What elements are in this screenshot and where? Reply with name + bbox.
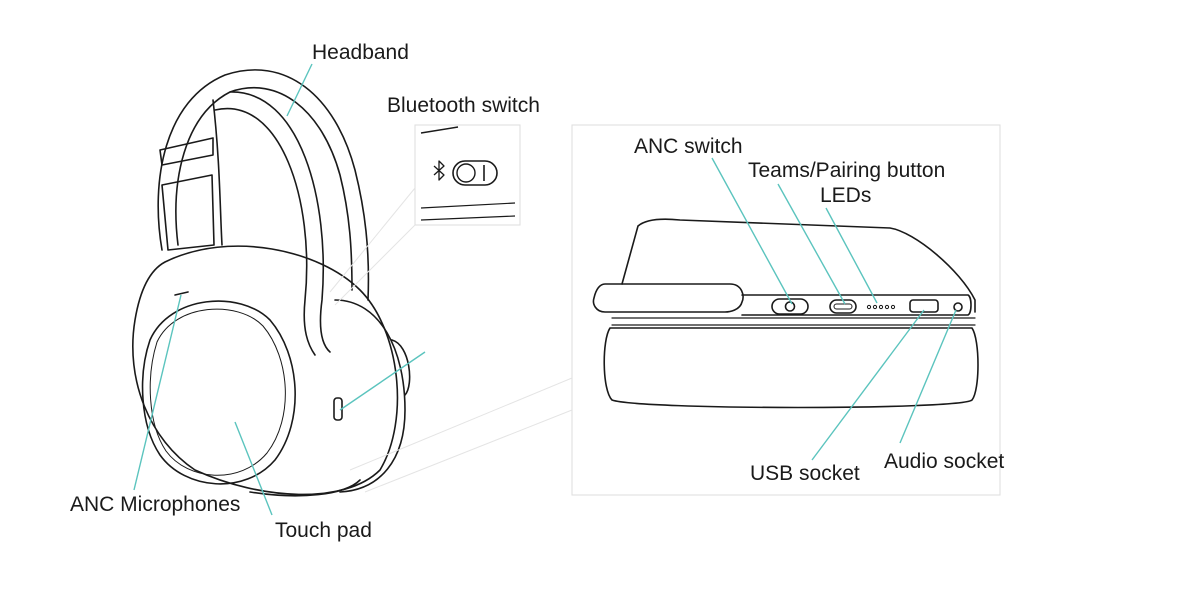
label-headband: Headband xyxy=(312,41,409,64)
bluetooth-switch-body xyxy=(452,160,498,186)
label-usb-socket: USB socket xyxy=(750,462,860,485)
usb-socket xyxy=(909,299,939,313)
touch-pad-inner xyxy=(149,308,286,476)
headband-pad-lower xyxy=(161,174,215,251)
bluetooth-inset-frame xyxy=(414,124,521,226)
headband-arm-stub xyxy=(592,283,744,313)
ear-cup-outer xyxy=(132,245,399,496)
bottom-view-inset xyxy=(349,124,1001,496)
leader-usb xyxy=(811,309,925,461)
touch-pad-plate xyxy=(141,300,296,485)
bluetooth-inset xyxy=(329,124,521,306)
control-strip xyxy=(741,294,972,316)
label-teams-pairing-button: Teams/Pairing button xyxy=(748,159,946,182)
slider-arm-right xyxy=(229,91,331,353)
leader-side-switch xyxy=(339,351,426,411)
leader-anc-mic xyxy=(133,294,182,491)
slider-arm xyxy=(212,99,223,246)
ear-cushion-back xyxy=(391,339,411,396)
ear-cup-bottom xyxy=(249,479,361,497)
leader-lines xyxy=(133,63,957,516)
leader-touch-pad xyxy=(234,421,273,516)
leader-leds xyxy=(825,207,878,304)
leader-teams xyxy=(777,183,846,305)
leader-headband xyxy=(286,63,313,117)
headband-inner xyxy=(175,87,353,291)
slider-arm-inner xyxy=(214,107,316,356)
label-leds: LEDs xyxy=(820,184,872,207)
bottom-view-frame xyxy=(571,124,1001,496)
leader-audio xyxy=(899,309,957,444)
headband-pad-segment xyxy=(159,137,214,166)
label-touch-pad: Touch pad xyxy=(275,519,372,542)
leds xyxy=(866,304,896,310)
label-anc-microphones: ANC Microphones xyxy=(70,493,241,516)
bluetooth-switch-knob xyxy=(456,163,476,183)
audio-socket xyxy=(953,302,963,312)
headset-illustration xyxy=(132,69,411,497)
mic-slot xyxy=(174,291,189,296)
ear-cushion-bottom xyxy=(603,327,979,409)
anc-switch-knob xyxy=(784,301,796,312)
label-audio-socket: Audio socket xyxy=(884,450,1005,473)
label-anc-switch: ANC switch xyxy=(634,135,743,158)
leader-anc-switch xyxy=(711,157,793,305)
label-bluetooth-switch: Bluetooth switch xyxy=(387,94,540,117)
ear-cup-shell xyxy=(621,218,976,313)
bluetooth-icon xyxy=(433,160,445,181)
ear-cushion xyxy=(334,299,406,493)
headband xyxy=(157,69,370,301)
